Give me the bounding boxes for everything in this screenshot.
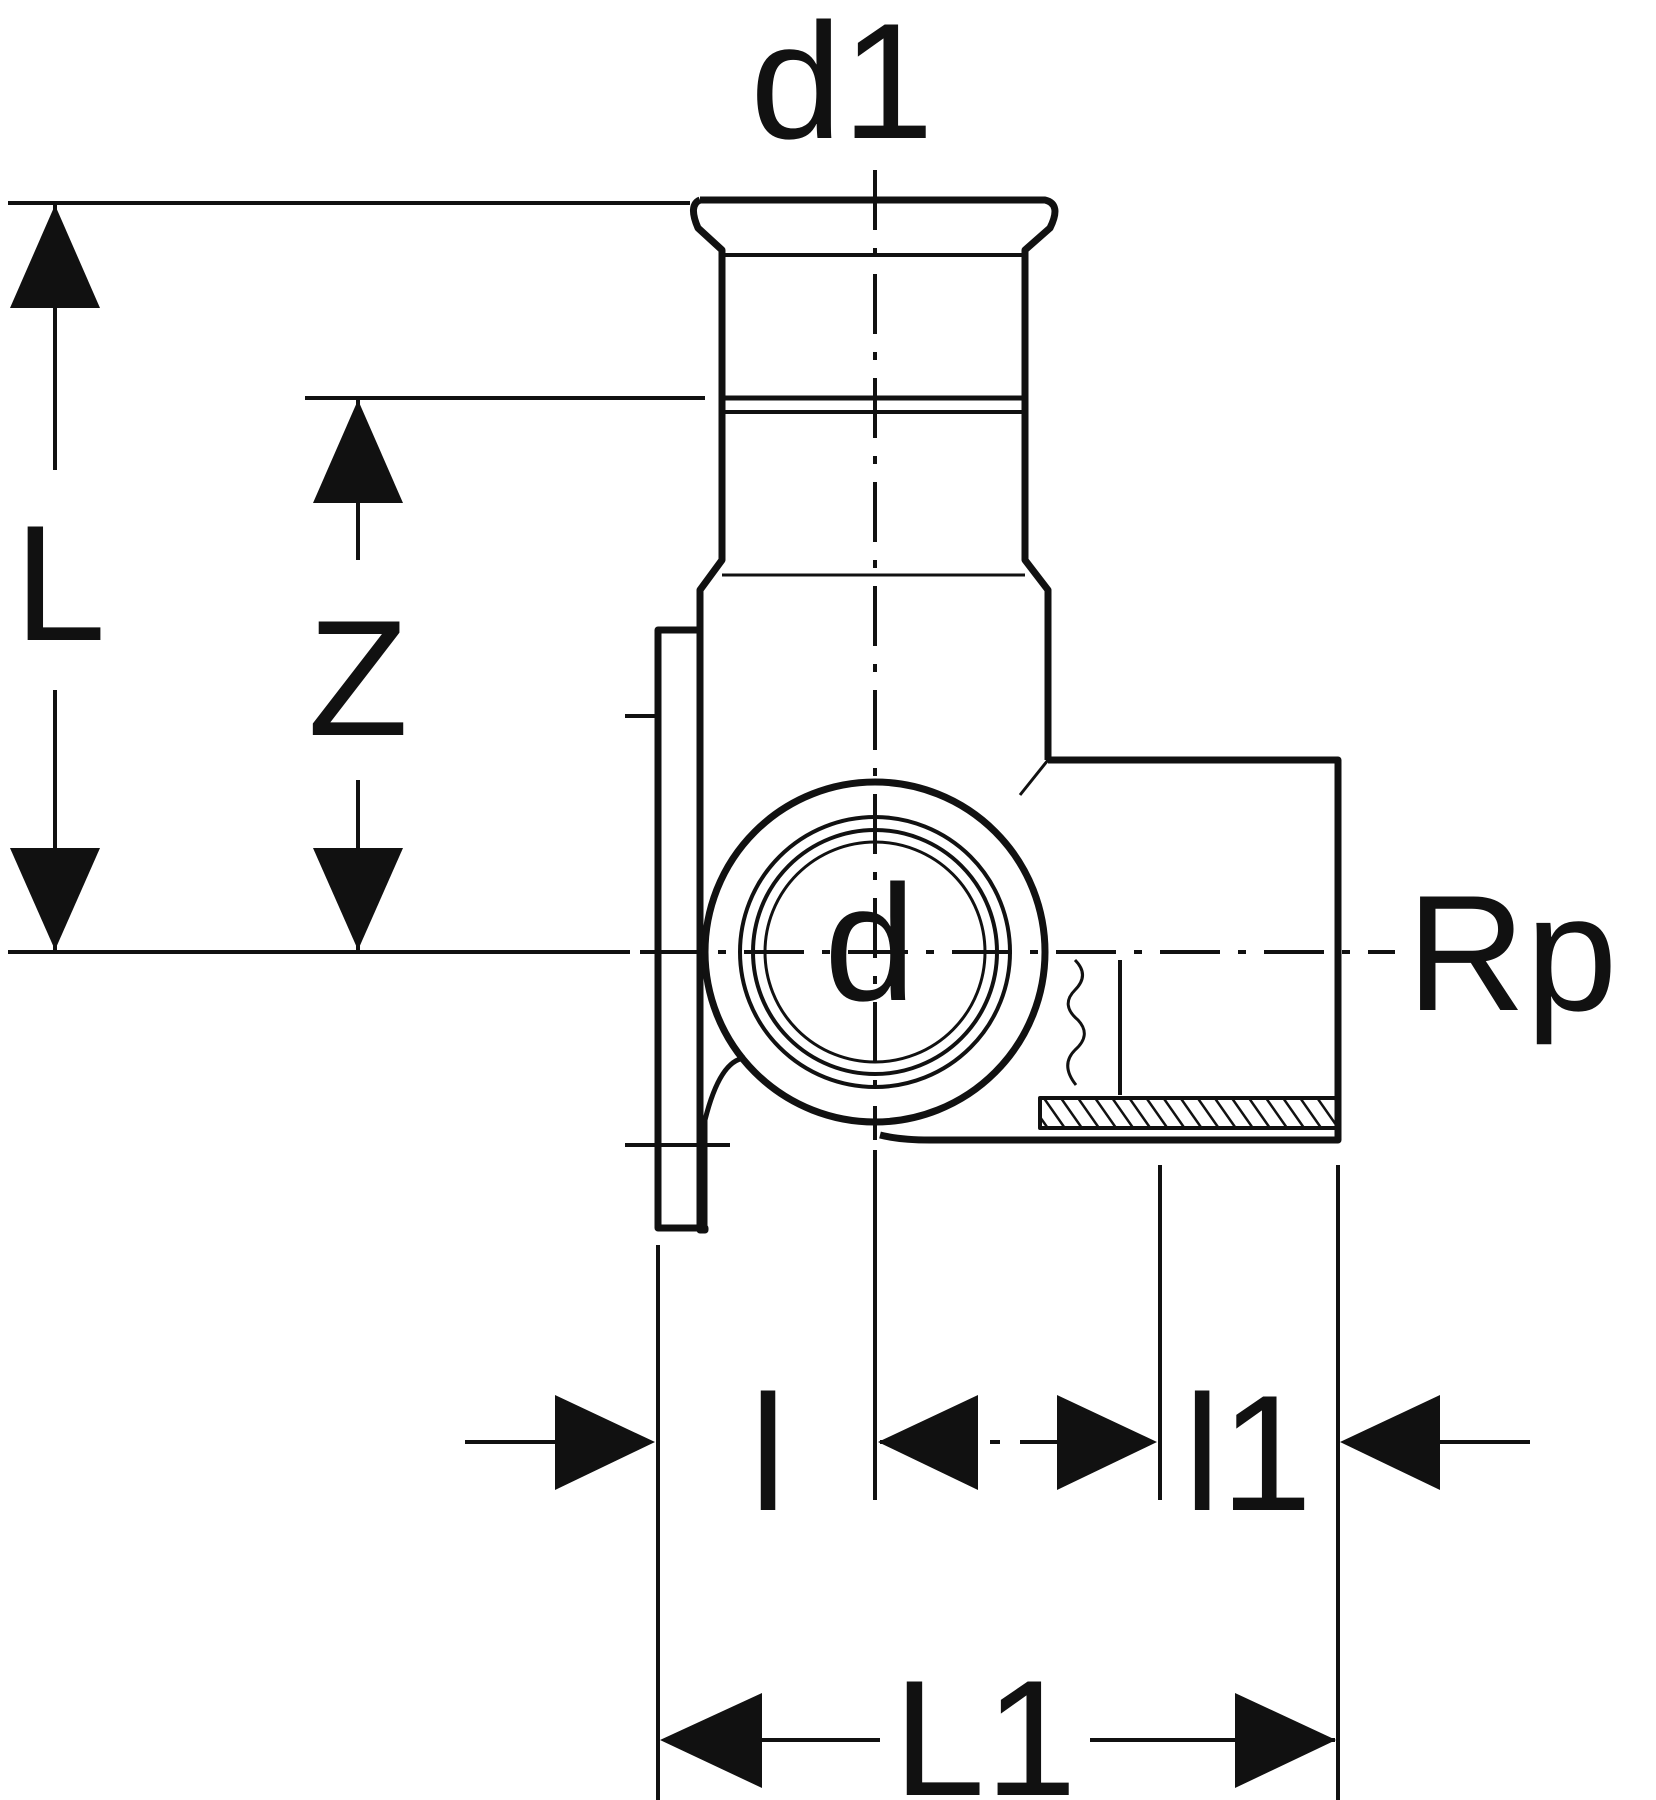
label-l1: l1 (1184, 1361, 1312, 1545)
label-l: l (750, 1361, 787, 1545)
label-L: L (14, 491, 106, 675)
arrow-left-icon (1340, 1395, 1440, 1490)
arrow-right-icon (1235, 1693, 1336, 1788)
arrow-left-icon (660, 1693, 762, 1788)
label-L1: L1 (893, 1646, 1077, 1800)
arrow-right-icon (555, 1395, 655, 1490)
arrow-down-icon (313, 848, 403, 950)
label-d: d (824, 851, 916, 1035)
arrow-up-icon (313, 400, 403, 503)
center-lines (640, 170, 1395, 1140)
arrowheads (10, 205, 1440, 1788)
label-Z: Z (308, 586, 409, 770)
label-d1: d1 (750, 0, 934, 173)
arrow-right-icon (1057, 1395, 1157, 1490)
arrow-down-icon (10, 848, 100, 950)
fitting-body (625, 196, 1342, 1234)
dimension-lines (8, 201, 1530, 1800)
arrow-up-icon (10, 205, 100, 308)
arrow-left-icon (878, 1395, 978, 1490)
label-Rp: Rp (1407, 861, 1618, 1045)
